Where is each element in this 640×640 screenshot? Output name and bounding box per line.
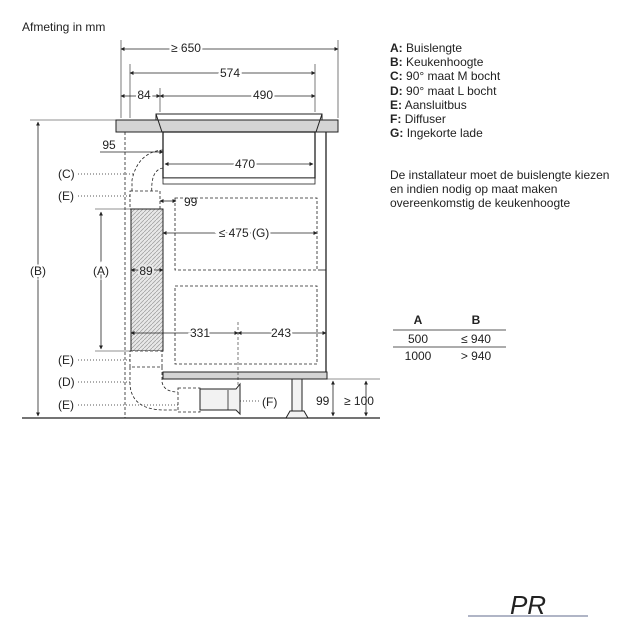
- table-header-a: A: [414, 313, 423, 327]
- callout-b: (B): [30, 264, 46, 278]
- legend: A: Buislengte B: Keukenhoogte C: 90° maa…: [390, 41, 500, 140]
- duct-bend-c: [131, 149, 164, 196]
- dim-duct-offset: 95: [102, 138, 116, 152]
- legend-item: D: 90° maat L bocht: [390, 83, 497, 98]
- pr-logo: PR: [468, 590, 588, 620]
- cooktop: [155, 113, 323, 121]
- legend-item: E: Aansluitbus: [390, 97, 467, 112]
- callout-f: (F): [262, 395, 277, 409]
- callout-d: (D): [58, 375, 75, 389]
- cabinet-leg-foot: [285, 410, 309, 419]
- cooktop-body: [162, 131, 316, 179]
- dim-rear-depth: 490: [253, 88, 273, 102]
- table-cell: > 940: [461, 349, 492, 363]
- dim-drawer-depth: ≤ 475 (G): [219, 226, 270, 240]
- legend-item: C: 90° maat M bocht: [390, 69, 501, 84]
- table-cell: ≤ 940: [461, 332, 491, 346]
- callout-e-top: (E): [58, 189, 74, 203]
- dim-cooktop-depth: 574: [220, 66, 240, 80]
- duct-a: [130, 208, 164, 352]
- connector-e-bottom: [177, 387, 201, 413]
- drawer-lower: [174, 285, 318, 365]
- connector-e-lower: [129, 350, 163, 368]
- dim-total-depth: ≥ 650: [171, 41, 201, 55]
- cabinet-leg: [291, 378, 303, 412]
- dim-front-offset: 84: [137, 88, 151, 102]
- dim-duct-width: 89: [139, 264, 153, 278]
- logo-monogram: PR: [510, 590, 546, 620]
- dim-gap: 99: [184, 195, 198, 209]
- connector-e-top: [129, 190, 161, 210]
- table-header-b: B: [472, 313, 481, 327]
- table-cell: 500: [408, 332, 428, 346]
- legend-item: G: Ingekorte lade: [390, 126, 483, 141]
- length-table: A B 500 ≤ 940 1000 > 940: [393, 313, 506, 363]
- dim-unit-width: 470: [235, 157, 255, 171]
- worktop: [115, 119, 339, 133]
- callout-a: (A): [93, 264, 109, 278]
- callout-c: (C): [58, 167, 75, 181]
- dim-plinth-rear: 243: [271, 326, 291, 340]
- dim-plinth-height: 99: [316, 394, 330, 408]
- callout-e-bottom: (E): [58, 398, 74, 412]
- legend-item: F: Diffuser: [390, 112, 446, 127]
- cooktop-motor: [162, 177, 316, 185]
- installer-note: De installateur moet de buislengte kieze…: [390, 168, 610, 210]
- dim-plinth-front: 331: [190, 326, 210, 340]
- dim-plinth-min: ≥ 100: [344, 394, 374, 408]
- diffuser: [199, 382, 241, 416]
- legend-item: A: Buislengte: [390, 41, 463, 55]
- callout-e-lower: (E): [58, 353, 74, 367]
- table-cell: 1000: [405, 349, 432, 363]
- plinth-board: [162, 371, 328, 380]
- units-label: Afmeting in mm: [22, 20, 106, 34]
- legend-item: B: Keukenhoogte: [390, 55, 484, 70]
